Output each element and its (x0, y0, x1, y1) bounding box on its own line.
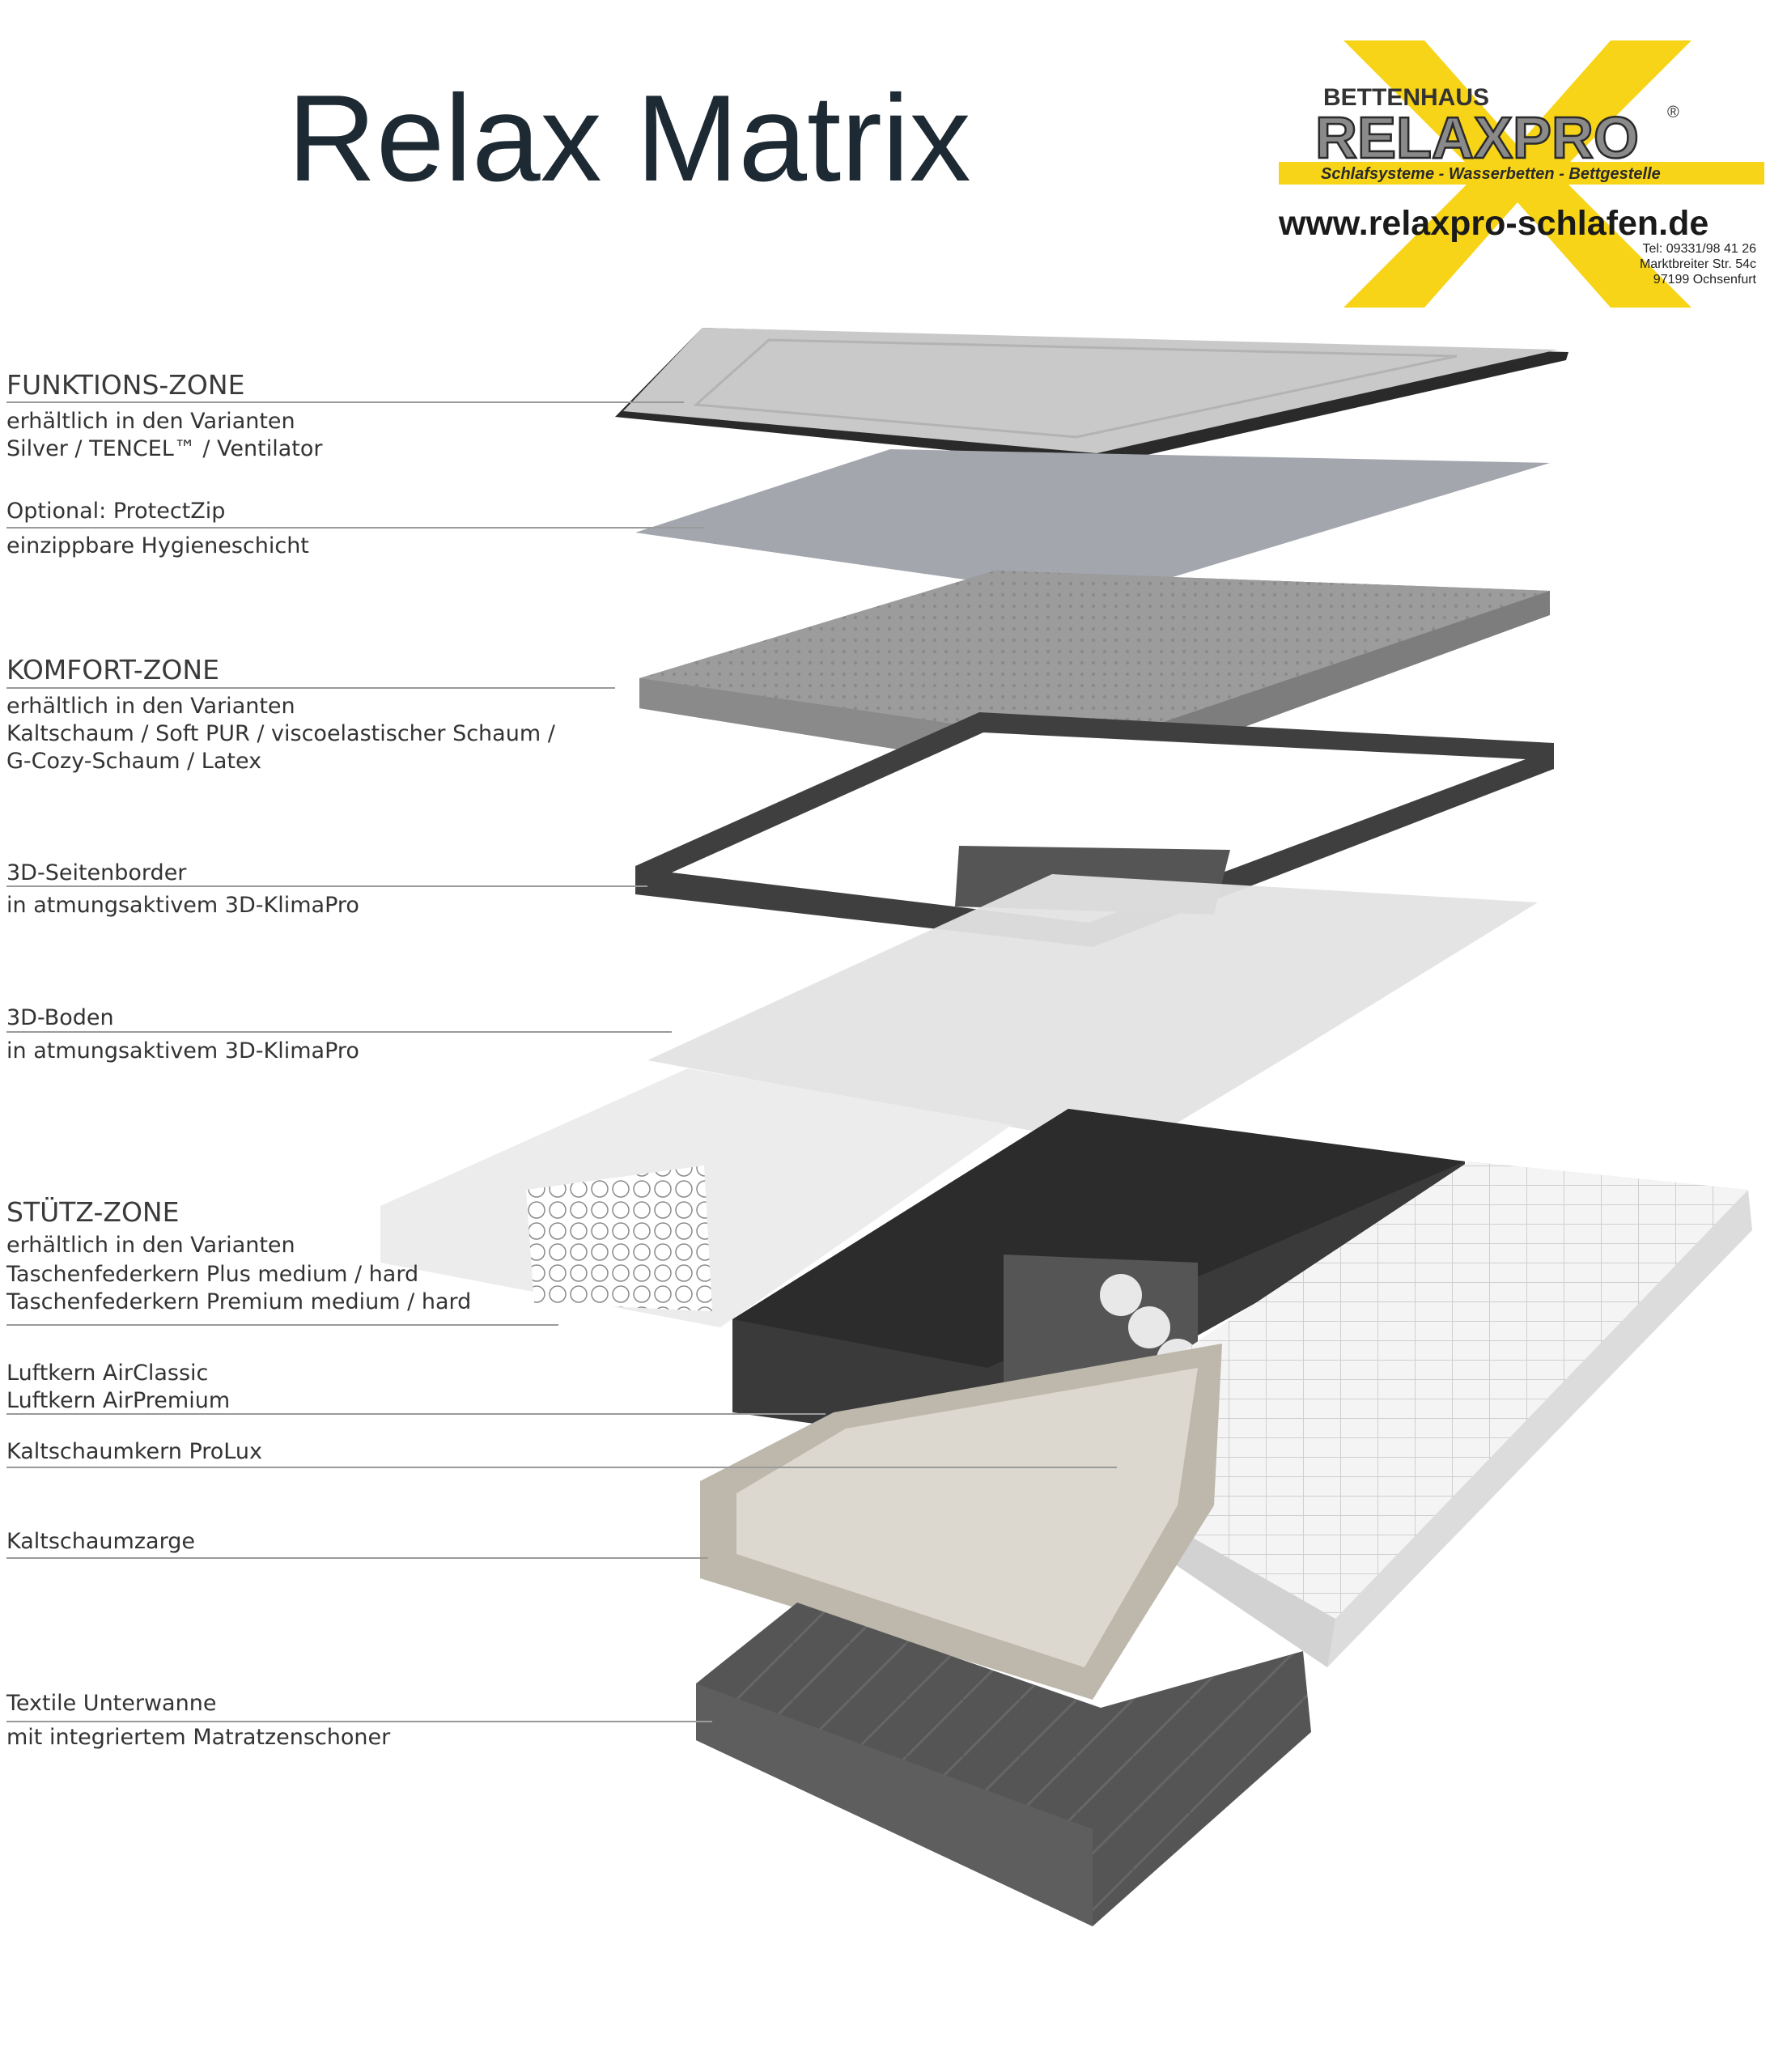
boden-layer (647, 846, 1538, 1149)
luftkern-airpremium: Luftkern AirPremium (6, 1388, 231, 1413)
stuetz-zone-variants-1: Taschenfederkern Plus medium / hard (6, 1262, 419, 1287)
komfort-zone-variants-label: erhältlich in den Varianten (6, 694, 295, 719)
leader-lines (6, 401, 1117, 1722)
logo-url: www.relaxpro-schlafen.de (1278, 204, 1708, 243)
logo-registered: ® (1667, 104, 1679, 121)
logo-band (1279, 162, 1764, 185)
luftkern-core (732, 1109, 1465, 1449)
logo-phone: Tel: 09331/98 41 26 (1642, 242, 1756, 256)
funktions-zone-cover (615, 328, 1568, 465)
logo-tagline: Schlafsysteme - Wasserbetten - Bettgeste… (1321, 165, 1661, 183)
kaltschaumkern-title: Kaltschaumkern ProLux (6, 1439, 262, 1464)
komfort-zone-variants-2: G-Cozy-Schaum / Latex (6, 749, 262, 774)
seitenborder-title: 3D-Seitenborder (6, 860, 187, 885)
seitenborder-frame (635, 712, 1554, 947)
funktions-zone-variants: Silver / TENCEL™ / Ventilator (6, 436, 323, 461)
boden-description: in atmungsaktivem 3D-KlimaPro (6, 1038, 359, 1064)
logo-brand-main: RELAXPRO (1315, 106, 1639, 171)
boden-title: 3D-Boden (6, 1005, 114, 1030)
unterwanne-description: mit integriertem Matratzenschoner (6, 1725, 391, 1750)
logo-city: 97199 Ochsenfurt (1653, 273, 1757, 287)
page-title: Relax Matrix (287, 70, 971, 207)
unterwanne-title: Textile Unterwanne (6, 1691, 217, 1716)
komfort-zone-layer (639, 571, 1550, 781)
taschenfederkern-core (380, 1068, 1012, 1327)
relaxpro-logo: BETTENHAUS RELAXPRO ® Schlafsysteme - Wa… (1278, 40, 1764, 308)
stuetz-zone-variants-label: erhältlich in den Varianten (6, 1233, 295, 1258)
stuetz-zone-variants-2: Taschenfederkern Premium medium / hard (6, 1289, 472, 1314)
textile-unterwanne (696, 1603, 1311, 1926)
komfort-zone-heading: KOMFORT-ZONE (6, 654, 219, 686)
protectzip-layer (635, 449, 1550, 599)
logo-brand-top: BETTENHAUS (1323, 84, 1489, 111)
protectzip-title: Optional: ProtectZip (6, 499, 226, 524)
seitenborder-description: in atmungsaktivem 3D-KlimaPro (6, 893, 359, 918)
kaltschaumzarge (700, 1344, 1222, 1700)
protectzip-description: einzippbare Hygieneschicht (6, 533, 309, 558)
luftkern-airclassic: Luftkern AirClassic (6, 1361, 209, 1386)
logo-street: Marktbreiter Str. 54c (1640, 257, 1756, 271)
funktions-zone-variants-label: erhältlich in den Varianten (6, 409, 295, 434)
funktions-zone-heading: FUNKTIONS-ZONE (6, 369, 245, 401)
kaltschaumzarge-title: Kaltschaumzarge (6, 1529, 195, 1554)
komfort-zone-variants-1: Kaltschaum / Soft PUR / viscoelastischer… (6, 721, 555, 746)
stuetz-zone-heading: STÜTZ-ZONE (6, 1196, 180, 1228)
